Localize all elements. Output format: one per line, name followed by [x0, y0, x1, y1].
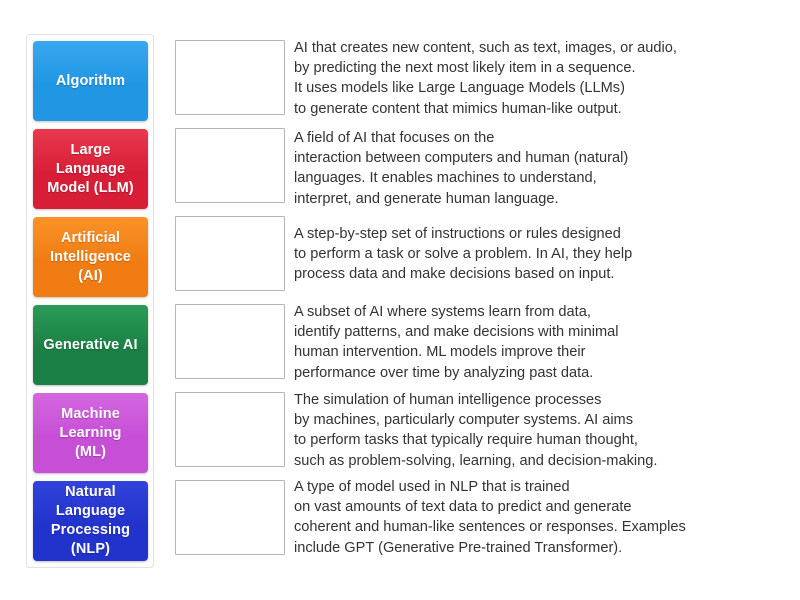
tile-label: Large Language Model (LLM): [47, 141, 134, 196]
definition-text: A step-by-step set of instructions or ru…: [294, 226, 633, 283]
drop-target[interactable]: [175, 216, 285, 291]
tile-label: Machine Learning (ML): [59, 405, 122, 460]
tile-label: Algorithm: [55, 72, 126, 89]
draggable-tile[interactable]: Large Language Model (LLM): [33, 129, 148, 209]
definition-text: A subset of AI where systems learn from …: [294, 304, 619, 381]
definition-text: A field of AI that focuses on the intera…: [294, 130, 629, 207]
definition-text: A type of model used in NLP that is trai…: [294, 479, 686, 556]
draggable-tile[interactable]: Artificial Intelligence (AI): [33, 217, 148, 297]
draggable-tile[interactable]: Algorithm: [33, 41, 148, 121]
definition-text: AI that creates new content, such as tex…: [294, 40, 677, 117]
drop-target[interactable]: [175, 40, 285, 115]
drop-target[interactable]: [175, 128, 285, 203]
tile-label: Natural Language Processing (NLP): [50, 484, 131, 557]
draggable-tile[interactable]: Generative AI: [33, 305, 148, 385]
tile-label: Generative AI: [43, 336, 138, 353]
tile-label: Artificial Intelligence (AI): [50, 229, 131, 284]
draggable-tile[interactable]: Machine Learning (ML): [33, 393, 148, 473]
definition-text: The simulation of human intelligence pro…: [294, 392, 658, 469]
drop-target[interactable]: [175, 480, 285, 555]
drop-target[interactable]: [175, 304, 285, 379]
draggable-tile[interactable]: Natural Language Processing (NLP): [33, 481, 148, 561]
drop-target[interactable]: [175, 392, 285, 467]
